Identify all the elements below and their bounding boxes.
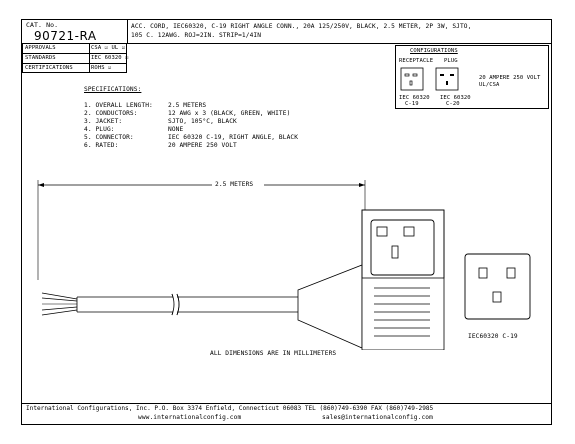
spec-key: 6. RATED:: [84, 142, 119, 149]
footer-website[interactable]: www.internationalconfig.com: [138, 414, 242, 421]
approvals-vdivider: [89, 43, 90, 73]
wire: [41, 306, 78, 311]
certifications-label: CERTIFICATIONS: [25, 65, 73, 71]
standards-label: STANDARDS: [25, 55, 56, 61]
receptacle-c19-icon: [400, 67, 424, 91]
footer-email[interactable]: sales@internationalconfig.com: [322, 414, 433, 421]
connector-face-label: IEC60320 C-19: [468, 333, 518, 340]
spec-value: SJTO, 105°C, BLACK: [168, 118, 237, 125]
spec-value: 2.5 METERS: [168, 102, 207, 109]
spec-value: 20 AMPERE 250 VOLT: [168, 142, 237, 149]
spec-key: 2. CONDUCTORS:: [84, 110, 138, 117]
wire: [41, 292, 78, 300]
wire: [41, 309, 78, 316]
approvals-row-divider: [22, 63, 127, 64]
standards-value: IEC 60320 ☑: [91, 55, 129, 61]
specifications-title: SPECIFICATIONS:: [84, 86, 142, 93]
receptacle-label: RECEPTACLE: [399, 58, 434, 64]
dimensions-note: ALL DIMENSIONS ARE IN MILLIMETERS: [210, 350, 337, 357]
approvals-table: [22, 43, 127, 73]
plug-sub: C-20: [446, 101, 460, 107]
footer-divider: [22, 403, 551, 404]
drawing-sheet: CAT. No. 90721-RA ACC. CORD, IEC60320, C…: [21, 19, 552, 425]
configurations-title: CONFIGURATIONS: [410, 48, 458, 54]
approvals-value: CSA ☑ UL ☑: [91, 45, 126, 51]
approvals-label: APPROVALS: [25, 45, 56, 51]
approvals-row-divider: [22, 53, 127, 54]
certifications-value: ROHS ☑: [91, 65, 112, 71]
strain-relief: [297, 264, 363, 349]
spec-key: 1. OVERALL LENGTH:: [84, 102, 153, 109]
config-rating: 20 AMPERE 250 VOLT: [479, 75, 541, 81]
title-divider: [22, 43, 551, 44]
footer-contact: International Configurations, Inc. P.O. …: [26, 405, 434, 412]
plug-c20-icon: [435, 67, 459, 91]
config-approval: UL/CSA: [479, 82, 500, 88]
spec-value: 12 AWG x 3 (BLACK, GREEN, WHITE): [168, 110, 291, 117]
receptacle-sub: C-19: [405, 101, 419, 107]
description-line-1: ACC. CORD, IEC60320, C-19 RIGHT ANGLE CO…: [131, 23, 472, 30]
dimension-arrow-left: [38, 183, 44, 187]
cat-number: 90721-RA: [34, 29, 97, 43]
spec-value: IEC 60320 C-19, RIGHT ANGLE, BLACK: [168, 134, 299, 141]
spec-value: NONE: [168, 126, 184, 133]
cord-drawing: [37, 180, 531, 350]
connector-face: [370, 219, 435, 276]
description-line-2: 105 C. 12AWG. ROJ=2IN. STRIP=1/4IN: [131, 32, 262, 39]
plug-code: IEC 60320: [440, 95, 471, 101]
receptacle-code: IEC 60320: [399, 95, 430, 101]
plug-label: PLUG: [444, 58, 458, 64]
spec-key: 3. JACKET:: [84, 118, 123, 125]
spec-key: 5. CONNECTOR:: [84, 134, 134, 141]
cat-label: CAT. No.: [26, 21, 59, 29]
config-icons: [400, 67, 459, 91]
wire: [41, 297, 78, 302]
title-vdivider: [127, 20, 128, 43]
dimension-arrow-right: [359, 183, 365, 187]
configurations-box: [395, 45, 549, 109]
c19-face-view: [464, 253, 531, 320]
length-dimension-label: 2.5 METERS: [215, 181, 254, 188]
spec-key: 4. PLUG:: [84, 126, 115, 133]
